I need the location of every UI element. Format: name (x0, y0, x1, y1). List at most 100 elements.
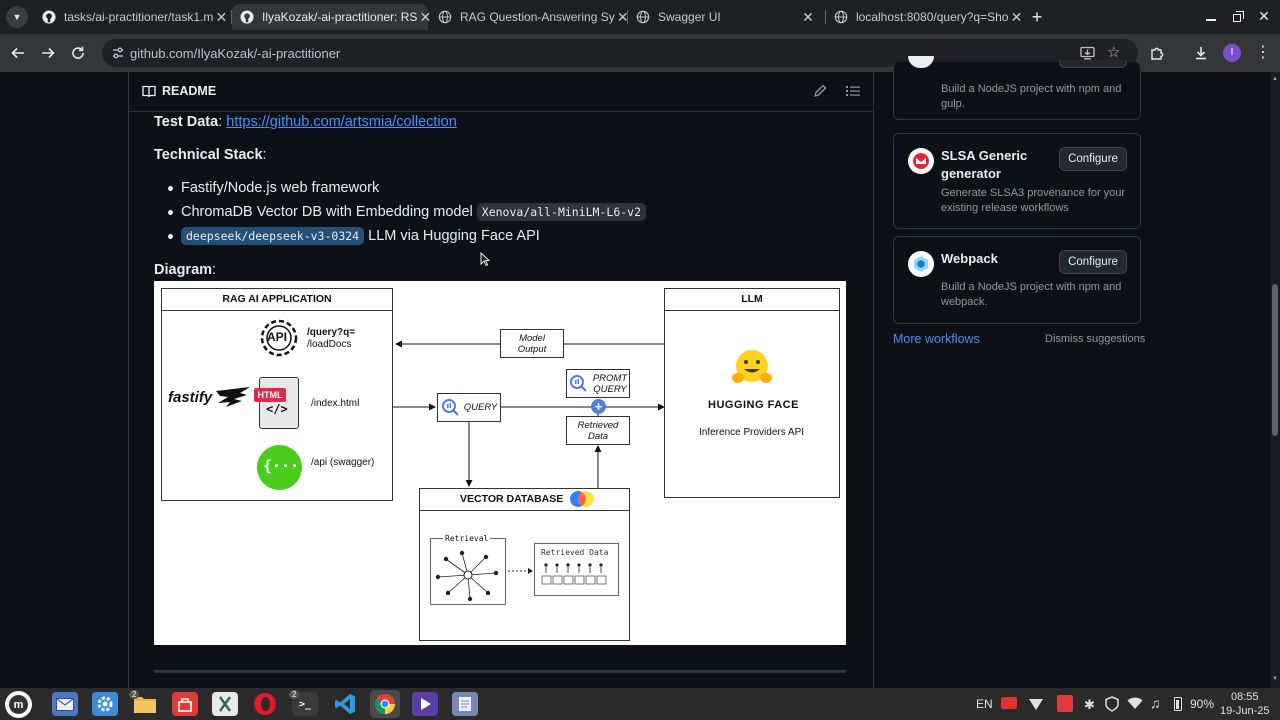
llm-title: LLM (665, 289, 839, 311)
route-load-docs: /loadDocs (307, 339, 352, 350)
minimize-icon[interactable] (1203, 9, 1219, 25)
mouse-cursor-icon (480, 251, 491, 267)
vpn-shield-icon[interactable] (1028, 696, 1044, 712)
opera-icon[interactable] (252, 692, 278, 716)
test-data-line: Test Data: https://github.com/artsmia/co… (154, 114, 457, 130)
test-data-link[interactable]: https://github.com/artsmia/collection (226, 114, 457, 130)
model-output-line2: Output (517, 343, 547, 355)
html-file-icon: </> (259, 377, 299, 429)
query-label: QUERY (463, 402, 498, 413)
scrollbar-thumb[interactable] (1272, 284, 1278, 436)
chrome-icon[interactable] (370, 690, 400, 718)
close-icon[interactable]: ✕ (802, 8, 814, 25)
close-icon[interactable]: ✕ (1010, 8, 1023, 25)
text-editor-icon[interactable] (452, 692, 478, 716)
screen-recorder-icon[interactable] (1001, 697, 1017, 709)
browser-toolbar: github.com/IlyaKozak/-ai-practitioner ☆ … (0, 34, 1280, 72)
scroll-up-arrow[interactable]: ▲ (1272, 76, 1278, 82)
book-icon (142, 85, 156, 98)
readme-header: README (129, 72, 873, 112)
route-index-html: /index.html (311, 398, 360, 409)
wifi-icon[interactable] (1127, 697, 1143, 710)
battery-icon[interactable] (1174, 697, 1182, 711)
volume-icon[interactable]: ♫ (1150, 695, 1161, 711)
readme-panel: README (128, 72, 874, 712)
more-workflows-link[interactable]: More workflows (893, 332, 980, 346)
app-tray-red-icon[interactable] (1057, 695, 1073, 712)
tab-rag-qa[interactable]: RAG Question-Answering Sy ✕ (430, 4, 629, 30)
tab-ai-practitioner[interactable]: IlyaKozak/-ai-practitioner: RS ✕ (232, 4, 431, 30)
tab-title: tasks/ai-practitioner/task1.m (64, 10, 214, 24)
swagger-braces-icon: {···} (263, 457, 309, 475)
app-red-icon[interactable] (172, 692, 198, 716)
vector-db-box: VECTOR DATABASE (419, 488, 630, 641)
workflow-desc: existing release workflows (941, 202, 1069, 214)
workflow-title[interactable]: Webpack (941, 251, 998, 266)
webpack-logo-icon (908, 251, 934, 277)
files-folder-icon[interactable] (132, 692, 158, 716)
magnifier-icon (441, 398, 459, 416)
close-icon[interactable]: ✕ (616, 8, 629, 25)
keyboard-layout[interactable]: EN (976, 697, 993, 711)
edit-pencil-icon[interactable] (813, 84, 827, 98)
tab-localhost-query[interactable]: localhost:8080/query?q=Sho ✕ (826, 4, 1022, 30)
profile-avatar[interactable]: I (1223, 44, 1241, 62)
reload-button[interactable] (65, 40, 91, 66)
retrieval-label: Retrieval (443, 534, 491, 543)
clock-time[interactable]: 08:55 (1231, 691, 1259, 703)
llm-model-code: deepseek/deepseek-v3-0324 (181, 227, 365, 245)
route-swagger: /api (swagger) (311, 457, 375, 468)
outline-list-icon[interactable] (846, 85, 860, 97)
browser-menu-button[interactable]: ⋮ (1250, 40, 1276, 66)
download-icon (1196, 47, 1206, 60)
close-icon[interactable]: ✕ (419, 8, 432, 25)
list-bullet (168, 234, 173, 239)
code-brackets-icon: </> (266, 402, 288, 416)
battery-percent: 90% (1190, 697, 1215, 711)
configure-button-partial[interactable] (1059, 60, 1127, 68)
mail-icon[interactable] (52, 692, 78, 716)
workflow-title[interactable]: generator (941, 166, 1001, 181)
back-button[interactable] (5, 40, 31, 66)
site-info-icon[interactable] (111, 46, 125, 60)
reload-icon (72, 46, 84, 59)
retrieved-line2: Data (587, 430, 609, 442)
configure-button[interactable]: Configure (1059, 250, 1127, 274)
scroll-down-arrow[interactable]: ▼ (1272, 676, 1278, 682)
settings-gear-icon[interactable] (92, 692, 118, 716)
close-window-icon[interactable]: ✕ (1258, 8, 1270, 24)
tab-task1[interactable]: tasks/ai-practitioner/task1.m ✕ (34, 4, 230, 30)
vscode-icon[interactable] (332, 692, 358, 716)
forward-button[interactable] (35, 40, 61, 66)
tab-swagger[interactable]: Swagger UI ✕ (628, 4, 824, 30)
update-shield-icon[interactable] (1105, 696, 1119, 712)
page-scrollbar[interactable]: ▲ ▼ (1270, 72, 1280, 688)
bluetooth-icon[interactable]: ✱ (1084, 697, 1095, 712)
bookmark-star-icon[interactable]: ☆ (1107, 44, 1121, 61)
stack-item-text: Fastify/Node.js web framework (181, 180, 380, 196)
promt-line2: QUERY (593, 383, 627, 395)
app-notes-icon[interactable] (212, 692, 238, 716)
query-box: QUERY (437, 393, 501, 422)
configure-button[interactable]: Configure (1059, 147, 1127, 171)
downloads-button[interactable] (1188, 40, 1214, 66)
fastify-cheetah-icon (216, 387, 250, 407)
new-tab-button[interactable]: + (1031, 7, 1043, 27)
workflow-title[interactable]: SLSA Generic (941, 148, 1028, 163)
dismiss-suggestions-link[interactable]: Dismiss suggestions (1045, 333, 1146, 345)
close-icon[interactable]: ✕ (215, 8, 228, 25)
install-app-icon[interactable] (1080, 46, 1095, 60)
slsa-logo-icon (908, 148, 934, 174)
tab-search-button[interactable]: ▼ (6, 6, 28, 28)
api-gear-icon (260, 319, 298, 357)
extensions-button[interactable] (1144, 40, 1170, 66)
hugging-face-label: HUGGING FACE (708, 399, 799, 411)
mint-menu-icon[interactable]: m (5, 691, 32, 718)
workflow-desc: gulp. (941, 98, 965, 110)
list-item: ChromaDB Vector DB with Embedding model … (181, 203, 647, 221)
swagger-icon: {···} (257, 445, 308, 490)
restore-icon[interactable] (1230, 9, 1246, 25)
hugging-face-emoji-icon (732, 350, 772, 383)
clock-date[interactable]: 19-Jun-25 (1220, 705, 1270, 717)
media-player-icon[interactable] (412, 692, 438, 716)
